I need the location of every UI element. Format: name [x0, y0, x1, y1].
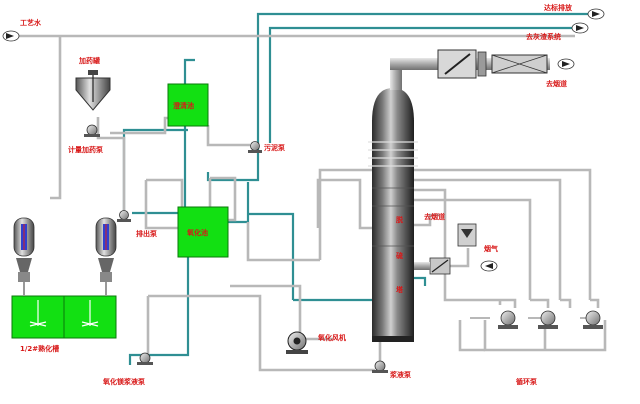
label-dosing-pump: 计量加药泵 — [68, 146, 103, 154]
label-to-chimney: 去烟道 — [546, 80, 567, 88]
mg-slurry-pump[interactable] — [137, 352, 153, 365]
curing-tanks — [11, 295, 117, 339]
label-sludge-pump: 污泥泵 — [264, 144, 285, 152]
label-discharge-pump: 排出泵 — [136, 230, 157, 238]
arrow-right-icon — [557, 58, 575, 70]
label-oxidation-tank: 氧化池 — [187, 229, 208, 237]
label-mg-slurry-pump: 氧化镁浆液泵 — [103, 378, 145, 386]
arrow-left-icon — [480, 260, 498, 272]
label-to-ash-system: 去灰渣系统 — [526, 33, 561, 41]
tower-text-1: 脱 — [396, 216, 403, 224]
silo-left — [13, 217, 35, 296]
label-circulation-pump: 循环泵 — [516, 378, 537, 386]
slurry-pump[interactable] — [372, 360, 388, 373]
discharge-pump[interactable] — [117, 210, 131, 223]
label-settling-tank: 澄清池 — [173, 102, 194, 110]
flue-gas-inlet — [414, 257, 451, 275]
circulation-pump-2[interactable] — [538, 310, 558, 329]
arrow-right-icon — [571, 22, 589, 34]
label-flue-gas: 烟气 — [484, 245, 498, 253]
tower-text-2: 硫 — [396, 252, 403, 260]
sludge-pump[interactable] — [248, 141, 262, 154]
outlet-duct — [390, 49, 550, 79]
label-oxidation-fan: 氧化风机 — [318, 334, 346, 342]
label-dosing-tank: 加药罐 — [79, 57, 100, 65]
process-lines — [14, 34, 607, 372]
settling-tank — [167, 83, 209, 127]
label-process-water: 工艺水 — [20, 19, 41, 27]
oxidation-fan[interactable] — [286, 331, 308, 354]
dosing-pump[interactable] — [84, 124, 100, 137]
tower-text-3: 塔 — [396, 286, 403, 294]
dosing-tank — [75, 70, 111, 111]
circulation-pump-3[interactable] — [583, 310, 603, 329]
bypass-damper — [457, 223, 477, 247]
oxidation-tank — [177, 206, 229, 258]
label-curing-tank: 1/2#熟化槽 — [20, 345, 60, 353]
label-slurry-pump: 浆液泵 — [390, 371, 411, 379]
circulation-pump-1[interactable] — [498, 310, 518, 329]
absorber-tower — [368, 60, 418, 342]
silo-right — [95, 217, 117, 296]
label-flue-gas-in: 去烟道 — [424, 213, 445, 221]
arrow-right-icon — [587, 8, 605, 20]
label-to-drain: 达标排放 — [544, 4, 572, 12]
arrow-right-icon — [2, 30, 20, 42]
